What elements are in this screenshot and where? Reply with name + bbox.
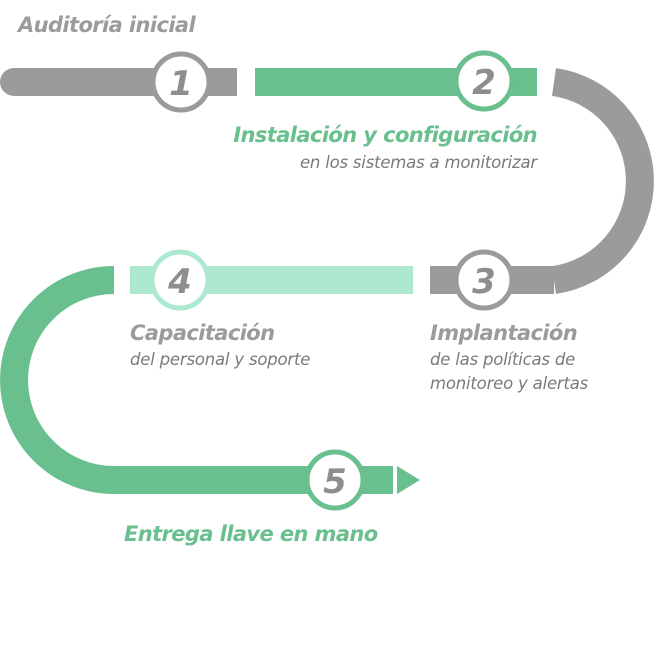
step-4-subtitle: del personal y soporte [130,348,310,372]
step-number-4: 4 [167,262,192,302]
step-number-5: 5 [323,462,347,502]
step-3-subtitle-line: monitoreo y alertas [430,373,589,393]
step-2-subtitle: en los sistemas a monitorizar [300,151,537,175]
step-number-2: 2 [472,63,496,103]
step-3-subtitle-line: de las políticas de [430,350,576,369]
step-5-title: Entrega llave en mano [124,522,378,546]
step-1-title: Auditoría inicial [18,13,196,37]
path-curve-left [0,266,115,494]
step-4-subtitle-line: del personal y soporte [130,350,311,369]
step-marker-2: 2 [453,50,515,112]
step-marker-4: 4 [149,249,211,311]
step-marker-1: 1 [150,51,212,113]
step-marker-5: 5 [304,449,366,511]
step-2-title: Instalación y configuración [233,123,537,147]
step-number-3: 3 [472,262,496,302]
path-curve-right [551,68,654,294]
arrow-head-icon [397,466,420,494]
step-3-subtitle: de las políticas de monitoreo y alertas [430,348,588,396]
step-2-subtitle-line: en los sistemas a monitorizar [299,153,537,172]
step-4-title: Capacitación [130,321,275,345]
step-marker-3: 3 [453,249,515,311]
step-number-1: 1 [169,64,193,104]
step-3-title: Implantación [430,321,578,345]
